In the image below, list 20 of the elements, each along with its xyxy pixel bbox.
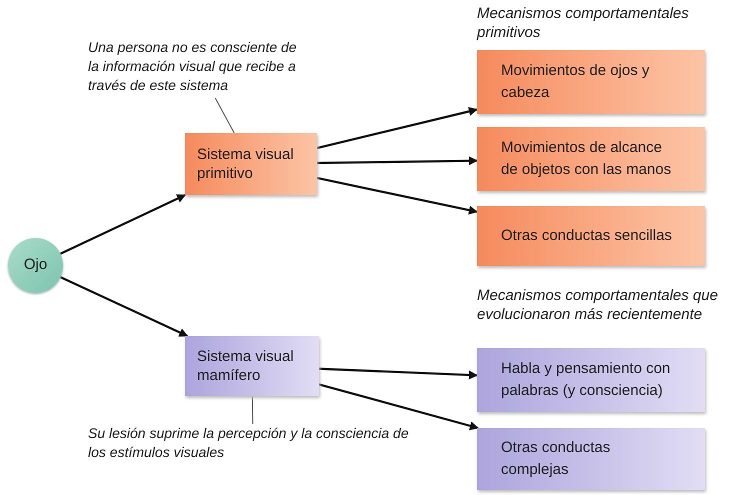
leader-line [214,98,235,134]
process-box: Movimientos de ojos y cabeza [477,50,705,114]
arrow [60,276,188,337]
leader-line [252,396,254,424]
arrow [60,194,186,255]
process-box: Movimientos de alcance de objetos con las manos [477,127,705,191]
arrow [318,383,479,430]
process-box: Sistema visual mamífero [185,336,319,396]
process-box: Sistema visual primitivo [185,133,317,195]
arrow [318,368,478,380]
group-heading: Mecanismos comportamentales primitivos [477,4,690,42]
process-box: Otras conductas complejas [477,428,705,490]
arrow [316,176,478,215]
group-heading: Mecanismos comportamentales que evolucionaron más recientemente [477,286,719,324]
note-text: Su lesión suprime la percepción y la consciencia de los estímulos visuales [88,424,418,464]
arrow [316,156,478,166]
process-box: Otras conductas sencillas [477,206,705,266]
process-box: Habla y pensamiento con palabras (y consciencia) [477,348,705,412]
arrow [316,107,478,150]
note-text: Una persona no es consciente de la información visual que recibe a través de este sistema [88,38,310,98]
